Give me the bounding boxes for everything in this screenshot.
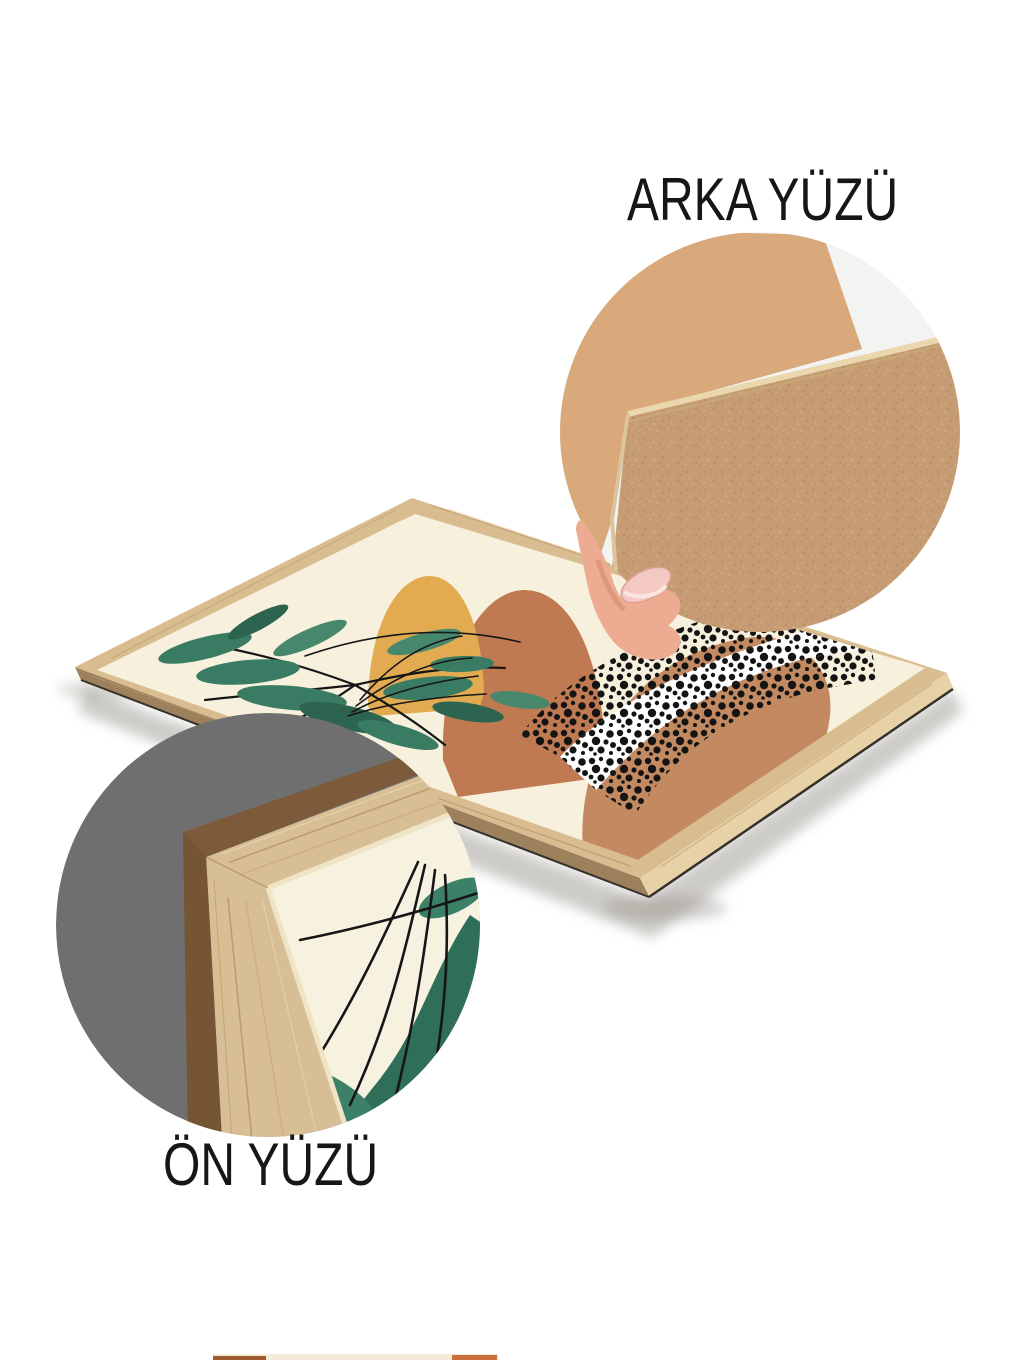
frame-side-bottom-right [640,673,953,896]
closeup-oak-moulding [205,752,480,1137]
backing-panel-smooth [560,232,862,562]
bottom-edge-sliver [213,1354,498,1360]
front-side-label: ÖN YÜZÜ [163,1131,379,1198]
nail-highlight [624,585,667,599]
art-leaves [158,604,550,751]
finger [576,520,681,660]
backing-board-textured [600,333,960,632]
art-dots-lower [596,648,876,815]
back-side-label: ARKA YÜZÜ [627,166,899,233]
back-side-callout [560,232,960,632]
framed-print [75,498,954,899]
finger-tip [603,588,681,640]
print-artwork [158,575,876,860]
